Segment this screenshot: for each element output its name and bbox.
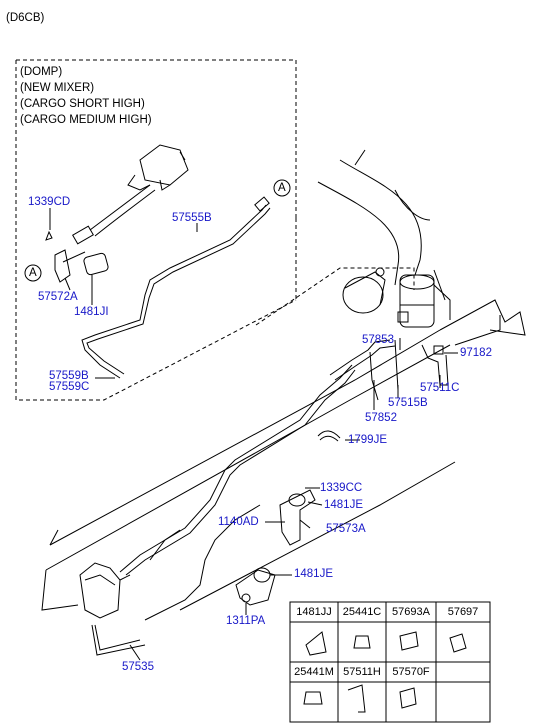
table-header-57697[interactable]: 57697 [447, 606, 479, 618]
parts-table-icons [303, 631, 467, 713]
ref-label-A-1: A [29, 267, 37, 279]
label-1799JE[interactable]: 1799JE [348, 434, 388, 446]
valve-assembly-drawing [72, 144, 189, 245]
nut-icon [353, 635, 371, 649]
main-air-lines [119, 339, 399, 621]
variant-line-4: (CARGO MEDIUM HIGH) [20, 114, 152, 126]
label-57573A[interactable]: 57573A [326, 523, 366, 535]
table-header-1481JJ[interactable]: 1481JJ [296, 606, 332, 618]
fitting-icon [399, 631, 419, 651]
clip-1799JE [317, 430, 341, 439]
clip-icon [305, 631, 327, 656]
elbow-icon [449, 633, 467, 653]
bracket-57573A [279, 489, 316, 546]
cross-member [317, 149, 446, 301]
label-1481JI[interactable]: 1481JI [74, 306, 109, 318]
variant-line-1: (DOMP) [20, 66, 63, 78]
label-57515B[interactable]: 57515B [388, 397, 428, 409]
label-1140AD[interactable]: 1140AD [218, 516, 259, 528]
ref-label-A-2: A [278, 182, 286, 194]
fitting-icon-2 [399, 687, 417, 709]
label-57559B[interactable]: 57559B [49, 370, 89, 382]
model-code: (D6CB) [6, 12, 45, 24]
label-1311PA[interactable]: 1311PA [226, 615, 266, 627]
ref-circle-A-1 [24, 264, 42, 282]
table-header-25441M[interactable]: 25441M [294, 666, 334, 678]
label-97182[interactable]: 97182 [460, 347, 492, 359]
variant-line-2: (NEW MIXER) [20, 82, 95, 94]
label-1339CC[interactable]: 1339CC [320, 482, 363, 494]
fitting-57511C [421, 344, 449, 386]
frame-rail [41, 299, 526, 611]
table-header-25441C[interactable]: 25441C [342, 606, 382, 618]
parts-table-grid [289, 601, 491, 723]
label-57511C[interactable]: 57511C [420, 382, 460, 394]
relay-valve-drawing [79, 562, 146, 656]
table-header-57693A[interactable]: 57693A [392, 606, 430, 618]
label-1481JE-lower[interactable]: 1481JE [294, 568, 334, 580]
line-57555B [81, 204, 267, 379]
label-57572A[interactable]: 57572A [38, 291, 78, 303]
detail-outline [255, 267, 415, 326]
variant-line-3: (CARGO SHORT HIGH) [20, 98, 145, 110]
label-57555B[interactable]: 57555B [172, 212, 212, 224]
bracket-57572A [54, 249, 71, 283]
compressor-drawing [342, 267, 386, 314]
ref-circle-A-2 [273, 179, 291, 197]
leader-lines [49, 208, 458, 661]
nut-icon-2 [303, 691, 323, 705]
table-header-57570F[interactable]: 57570F [392, 666, 430, 678]
label-57535[interactable]: 57535 [122, 661, 154, 673]
label-1339CD[interactable]: 1339CD [28, 196, 71, 208]
bracket-1481JE-lower [235, 567, 276, 606]
label-1481JE-upper[interactable]: 1481JE [324, 499, 364, 511]
label-57559C[interactable]: 57559C [49, 381, 90, 393]
label-57853[interactable]: 57853 [362, 334, 394, 346]
hose-icon [347, 684, 366, 713]
air-dryer-drawing [397, 274, 451, 328]
variant-box-border [15, 59, 297, 401]
table-header-57511H[interactable]: 57511H [343, 666, 381, 678]
label-57852[interactable]: 57852 [365, 412, 397, 424]
